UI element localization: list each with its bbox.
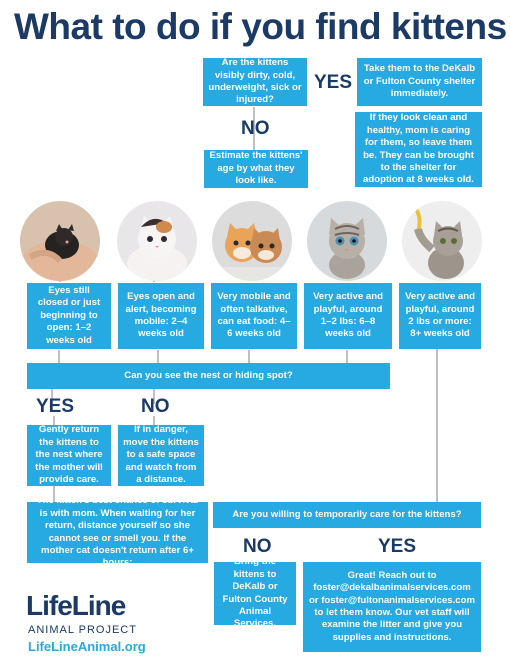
question-see-nest: Can you see the nest or hiding spot? xyxy=(27,363,390,389)
age-box-2-4-weeks: Eyes open and alert, becoming mobile: 2–… xyxy=(118,283,204,349)
logo-url[interactable]: LifeLineAnimal.org xyxy=(28,639,146,654)
question-visibly-unwell: Are the kittens visibly dirty, cold, und… xyxy=(203,57,307,106)
age-box-8-plus-weeks: Very active and playful, around 2 lbs or… xyxy=(399,283,481,349)
yes-label-2: YES xyxy=(36,396,75,417)
kitten-photo-4-6-weeks xyxy=(212,201,292,281)
healthy-leave-box: If they look clean and healthy, mom is c… xyxy=(355,112,482,187)
no-label-3: NO xyxy=(243,536,272,557)
age-box-1-2-weeks: Eyes still closed or just beginning to o… xyxy=(27,283,111,349)
yes-label-3: YES xyxy=(378,536,417,557)
lifeline-logo: LifeLine xyxy=(26,590,126,621)
kitten-photo-8-plus-weeks xyxy=(402,201,482,281)
age-box-4-6-weeks: Very mobile and often talkative, can eat… xyxy=(211,283,297,349)
kitten-photo-1-2-weeks xyxy=(20,201,100,281)
return-to-nest-box: Gently return the kittens to the nest wh… xyxy=(27,424,111,486)
no-label-1: NO xyxy=(241,118,270,139)
kitten-photo-6-8-weeks xyxy=(307,201,387,281)
logo-subtitle: ANIMAL PROJECT xyxy=(28,624,137,636)
survival-note-box: The kitten's best chance of survival is … xyxy=(27,495,208,568)
page-title: What to do if you find kittens xyxy=(14,6,507,47)
move-to-safe-space-box: If in danger, move the kittens to a safe… xyxy=(118,424,204,486)
great-reach-out-box: Great! Reach out to foster@dekalbanimals… xyxy=(303,562,481,652)
yes-label-1: YES xyxy=(314,72,353,93)
estimate-age-box: Estimate the kittens' age by what they l… xyxy=(204,150,308,188)
take-to-shelter-box: Take them to the DeKalb or Fulton County… xyxy=(357,58,482,106)
age-box-6-8-weeks: Very active and playful, around 1–2 lbs:… xyxy=(304,283,392,349)
question-willing-to-care: Are you willing to temporarily care for … xyxy=(213,502,481,528)
no-label-2: NO xyxy=(141,396,170,417)
bring-to-animal-services-box: Bring the kittens to DeKalb or Fulton Co… xyxy=(214,556,296,629)
kitten-photo-2-4-weeks xyxy=(117,201,197,281)
